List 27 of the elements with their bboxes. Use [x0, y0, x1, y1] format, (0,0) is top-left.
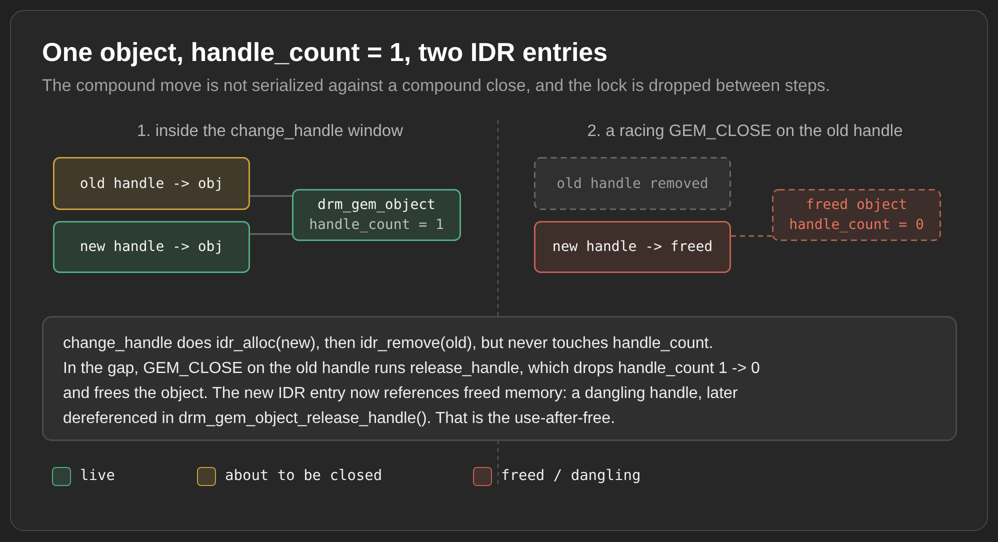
- subtitle-text: The compound move is not serialized against a compound close, and the lock is dropped between steps.: [42, 75, 830, 97]
- object-name: freed object: [806, 196, 908, 215]
- object-box: [772, 189, 941, 241]
- legend-label: about to be closed: [225, 467, 382, 486]
- handle-box: [53, 221, 250, 273]
- column-heading: 2. a racing GEM_CLOSE on the old handle: [587, 121, 903, 141]
- handle-label: new handle -> freed: [552, 238, 713, 257]
- object-box: [292, 189, 461, 241]
- handle-box: [53, 157, 250, 210]
- handle-label: old handle removed: [556, 174, 708, 194]
- column-heading: 1. inside the change_handle window: [136, 121, 404, 141]
- legend-label: live: [80, 467, 115, 486]
- removed-handle-box: [534, 157, 731, 210]
- diagram-title: One object, handle_count = 1, two IDR entries: [42, 36, 608, 68]
- note-text: In the gap, GEM_CLOSE on the old handle runs release_handle, which drops handle_count 1 -> 0 and frees the object. The new IDR entry now references freed memory: a dangling handle, later dereferenced in drm_gem_object_release_handle(). That is the use-after-free.: [63, 359, 761, 429]
- handle-box: [534, 221, 731, 273]
- legend-label: freed / dangling: [501, 467, 641, 486]
- note-panel: [42, 316, 957, 441]
- connector-line: [250, 195, 292, 197]
- object-name: drm_gem_object: [317, 196, 436, 215]
- dashed-connector: [731, 235, 772, 237]
- connector-line: [250, 233, 292, 235]
- handle-label: old handle -> obj: [80, 174, 224, 194]
- count-label: handle_count = 0: [789, 216, 924, 235]
- note-text: change_handle does idr_alloc(new), then idr_remove(old), but never touches handle_count.: [63, 334, 714, 354]
- count-label: handle_count = 1: [309, 216, 444, 235]
- handle-label: new handle -> obj: [80, 238, 224, 257]
